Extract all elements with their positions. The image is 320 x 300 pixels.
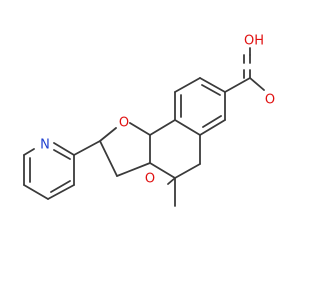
hydroxyl-label: OH: [244, 34, 264, 49]
bond: [99, 140, 118, 177]
bond: [174, 119, 201, 136]
bond: [199, 119, 226, 136]
bond: [23, 184, 49, 200]
bond: [73, 140, 101, 156]
pyran-oxygen-label: O: [145, 172, 155, 187]
furan-oxygen-label: O: [119, 116, 129, 131]
bond: [199, 77, 226, 93]
bond: [149, 119, 176, 136]
bond: [116, 162, 151, 177]
bond: [167, 177, 176, 185]
bond: [249, 77, 265, 91]
bond: [47, 184, 75, 200]
bond: [224, 77, 251, 93]
bond: [149, 162, 176, 179]
bond: [174, 77, 201, 93]
structure-canvas: N O O O OH: [23, 33, 276, 207]
bond: [129, 122, 151, 136]
bond: [201, 84, 221, 96]
pyridine-nitrogen-label: N: [40, 138, 50, 153]
bond: [202, 115, 222, 128]
molecule-diagram: N O O O OH: [23, 34, 275, 207]
bond: [23, 148, 35, 156]
bond: [50, 180, 71, 193]
bonds: [23, 47, 265, 207]
carboxyl-oxygen-label: O: [265, 93, 275, 108]
bond: [53, 142, 75, 156]
bond: [99, 127, 117, 142]
bond: [53, 149, 71, 160]
bond: [174, 163, 201, 179]
atom-labels: N O O O OH: [40, 34, 275, 187]
